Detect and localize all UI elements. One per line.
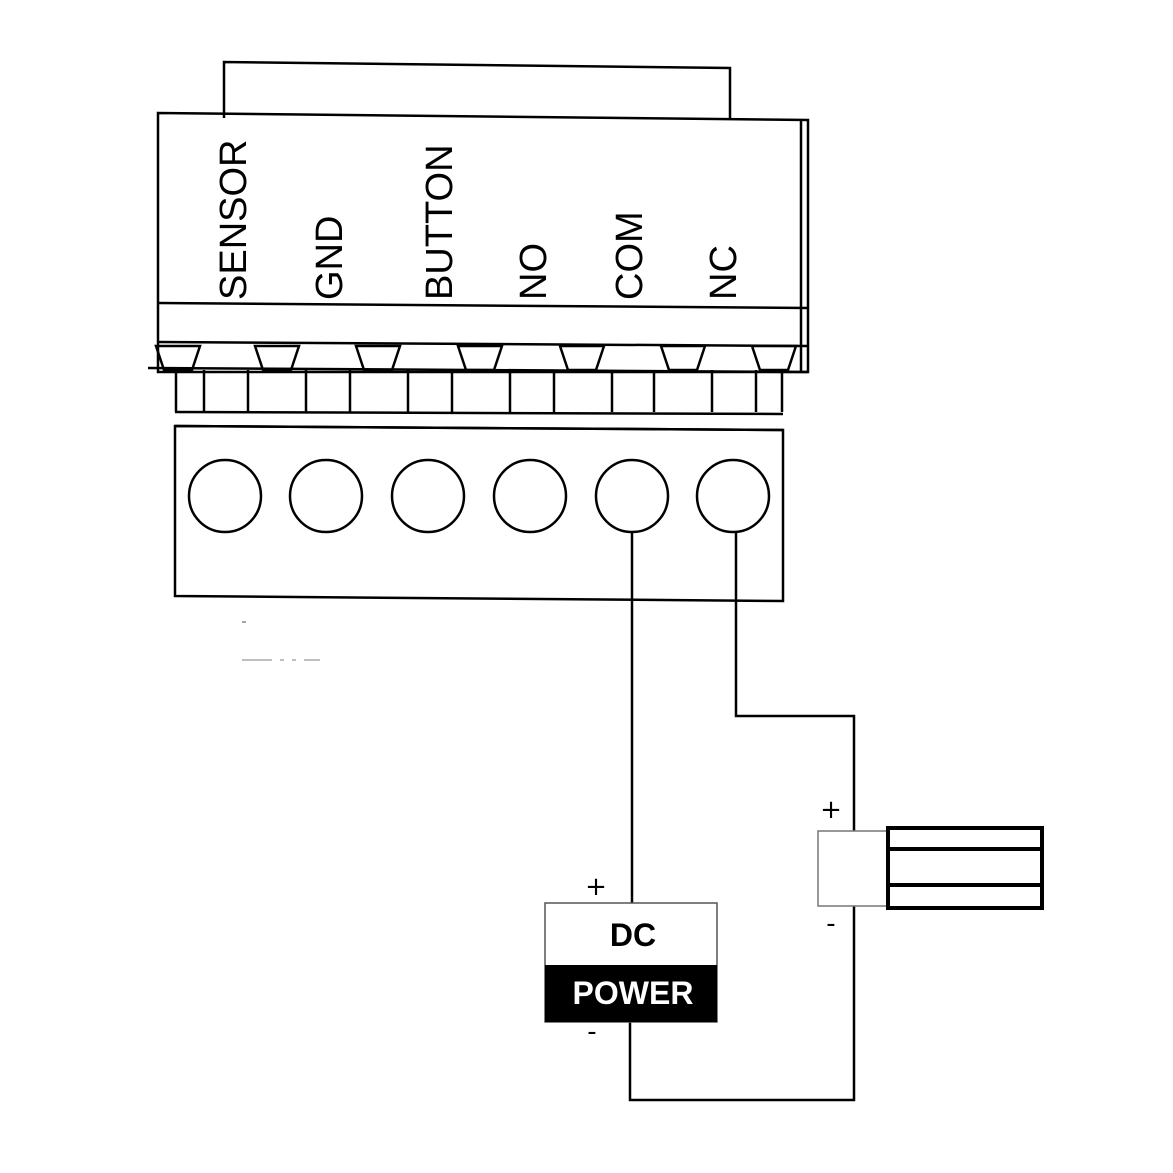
clamp-tab — [659, 344, 707, 372]
terminal-ledge-line — [157, 301, 809, 310]
lock-plus-sign: + — [820, 795, 842, 825]
lock-body — [886, 826, 1044, 910]
terminal-screw-body — [173, 424, 785, 603]
terminal-screws — [187, 458, 771, 534]
terminal-back-plate — [222, 60, 732, 120]
clamp-tab — [558, 344, 606, 372]
pin-label-sensor: SENSOR — [213, 140, 255, 300]
screw-terminal-gnd — [288, 458, 364, 534]
clamp-tab — [354, 344, 402, 372]
wire-nc-to-lock-plus — [734, 533, 856, 832]
psu-minus-sign: - — [587, 1017, 596, 1047]
clamp-tab — [253, 344, 301, 372]
pin-label-no: NO — [513, 243, 555, 300]
psu-dark-band — [545, 965, 717, 1022]
clamp-tab — [154, 344, 202, 372]
screw-terminal-button — [390, 458, 466, 534]
clamp-tab — [750, 344, 798, 372]
pin-label-gnd: GND — [309, 216, 351, 300]
terminal-upper-body — [156, 111, 810, 374]
screw-terminal-sensor — [187, 458, 263, 534]
screw-terminal-nc — [695, 458, 771, 534]
lock-terminal-box — [817, 830, 889, 907]
clamp-teeth — [154, 344, 798, 412]
pin-label-com: COM — [609, 211, 651, 300]
psu-plus-sign: + — [585, 872, 607, 902]
wire-psu-minus-to-lock-minus — [628, 906, 856, 1102]
psu-label-dc: DC — [610, 917, 656, 953]
clamp-tab — [456, 344, 504, 372]
terminal-block: SENSOR GND BUTTON NO COM NC — [147, 60, 810, 603]
lock-minus-sign: - — [826, 909, 835, 939]
wires — [628, 533, 856, 1102]
pin-label-nc: NC — [703, 245, 745, 300]
psu-label-power: POWER — [573, 975, 694, 1011]
dc-power-supply: DC POWER + - — [544, 872, 718, 1047]
terminal-rail-top — [174, 410, 784, 416]
electric-lock: + - — [817, 795, 1044, 939]
screw-terminal-no — [492, 458, 568, 534]
screw-terminal-com — [594, 458, 670, 534]
pin-label-button: BUTTON — [419, 144, 461, 300]
pin-labels: SENSOR GND BUTTON NO COM NC — [213, 140, 745, 300]
